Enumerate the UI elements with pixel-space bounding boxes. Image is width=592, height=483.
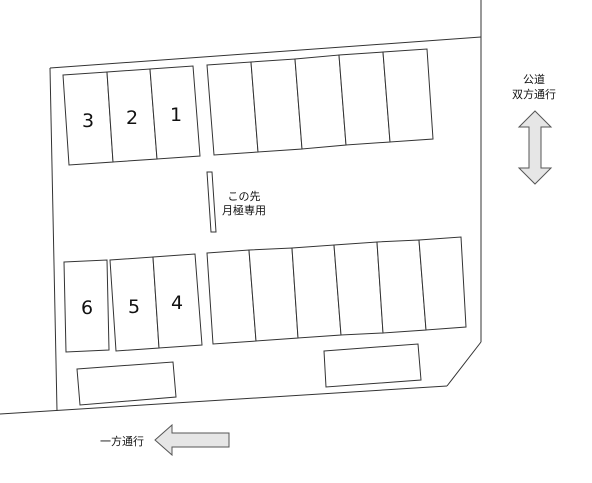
public-road-line-2: 双方通行 — [512, 87, 556, 101]
parking-space — [63, 259, 110, 353]
parking-row-bottom-right — [206, 236, 467, 345]
barrier-bar — [206, 171, 217, 233]
space-number: 3 — [82, 110, 94, 132]
notice-line-1: この先 — [228, 190, 261, 203]
parking-space — [250, 58, 303, 153]
parking-space — [382, 48, 434, 143]
public-road-label: 公道 双方通行 — [512, 72, 556, 101]
notice-line-2: 月極専用 — [222, 203, 266, 217]
one-way-label: 一方通行 — [100, 434, 144, 448]
lot-boundary-bottom — [0, 385, 448, 415]
lot-boundary-corner — [446, 341, 482, 387]
parking-row-top-right — [206, 48, 434, 156]
parking-space — [338, 51, 391, 146]
parking-space — [418, 236, 467, 331]
space-number: 2 — [126, 107, 138, 129]
space-number: 1 — [170, 104, 182, 126]
up-down-arrow-icon — [517, 110, 553, 185]
left-arrow-icon — [154, 423, 230, 457]
parking-space — [206, 249, 257, 345]
lot-boundary — [0, 0, 482, 415]
small-parking-area-left — [76, 361, 177, 406]
parking-space — [291, 244, 342, 339]
public-road-line-1: 公道 — [523, 72, 545, 86]
parking-space — [149, 65, 201, 160]
parking-row-bottom-left: 6 5 4 — [63, 253, 203, 353]
parking-space — [333, 241, 384, 336]
lot-boundary-left — [49, 67, 58, 412]
parking-space — [206, 61, 259, 156]
small-parking-area-right — [323, 343, 422, 388]
space-number: 5 — [128, 296, 140, 318]
space-number: 4 — [171, 292, 183, 314]
parking-space — [248, 247, 299, 342]
parking-row-top-left: 3 2 1 — [62, 65, 201, 166]
parking-space — [376, 239, 427, 334]
parking-space — [152, 253, 203, 349]
monthly-notice: この先 月極専用 — [222, 190, 266, 217]
parking-space — [294, 54, 347, 150]
space-number: 6 — [81, 297, 93, 319]
lot-boundary-top — [49, 36, 482, 69]
